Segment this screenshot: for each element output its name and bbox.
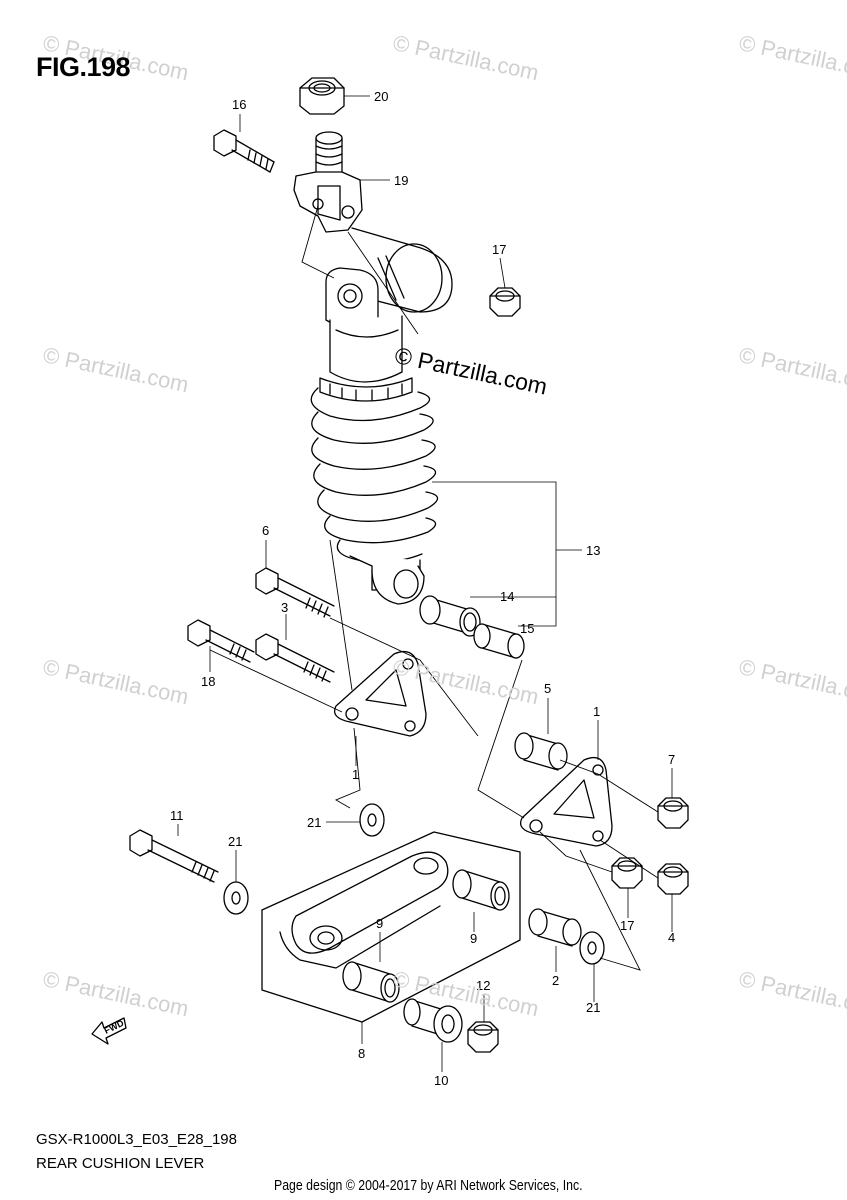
callout-10: 10 <box>434 1073 448 1088</box>
callout-21-left: 21 <box>228 834 242 849</box>
diagram-name: REAR CUSHION LEVER <box>36 1155 205 1172</box>
part-14-bearing[interactable] <box>419 595 481 637</box>
part-9-bearing-upper[interactable] <box>452 869 510 911</box>
part-3-bolt[interactable] <box>255 633 335 683</box>
part-1-cushion-plate-right[interactable] <box>519 756 613 847</box>
part-21-washer-right[interactable] <box>579 931 605 965</box>
callout-21-middle: 21 <box>307 815 321 830</box>
part-15-spacer[interactable] <box>473 623 525 659</box>
part-20-nut[interactable] <box>299 77 345 115</box>
part-16-bolt[interactable] <box>213 129 275 173</box>
callout-4: 4 <box>668 930 675 945</box>
callout-9-lower: 9 <box>376 916 383 931</box>
callout-7: 7 <box>668 752 675 767</box>
callout-1-left: 1 <box>352 767 359 782</box>
callout-1-right: 1 <box>593 704 600 719</box>
callout-17-lower: 17 <box>620 918 634 933</box>
callout-16: 16 <box>232 97 246 112</box>
part-11-bolt[interactable] <box>129 829 219 883</box>
part-4-nut[interactable] <box>657 863 689 895</box>
part-17-nut-lower[interactable] <box>611 857 643 889</box>
callout-6: 6 <box>262 523 269 538</box>
callout-2: 2 <box>552 973 559 988</box>
callout-19: 19 <box>394 173 408 188</box>
part-19-clevis[interactable] <box>293 131 363 233</box>
callout-5: 5 <box>544 681 551 696</box>
part-9-bearing-lower[interactable] <box>342 961 400 1003</box>
part-21-washer-left[interactable] <box>223 881 249 915</box>
callout-18: 18 <box>201 674 215 689</box>
copyright-notice: Page design © 2004-2017 by ARI Network S… <box>274 1177 583 1194</box>
part-5-spacer[interactable] <box>514 732 568 771</box>
callout-13: 13 <box>586 543 600 558</box>
part-12-nut[interactable] <box>467 1021 499 1053</box>
fwd-arrow-icon <box>91 1017 127 1045</box>
part-10-collar[interactable] <box>403 998 463 1043</box>
callout-9-upper: 9 <box>470 931 477 946</box>
part-18-bolt[interactable] <box>187 619 255 663</box>
callout-15: 15 <box>520 621 534 636</box>
part-1-cushion-plate-left[interactable] <box>333 650 427 737</box>
callout-8: 8 <box>358 1046 365 1061</box>
part-8-cushion-rod[interactable] <box>261 831 521 1023</box>
part-2-spacer[interactable] <box>528 908 582 947</box>
part-7-nut[interactable] <box>657 797 689 829</box>
callout-3: 3 <box>281 600 288 615</box>
figure-title: FIG.198 <box>36 52 131 82</box>
callout-20: 20 <box>374 89 388 104</box>
callout-11: 11 <box>170 808 184 823</box>
callout-14: 14 <box>500 589 514 604</box>
callout-21-right: 21 <box>586 1000 600 1015</box>
part-13-shock-absorber[interactable] <box>310 227 453 605</box>
part-6-bolt[interactable] <box>255 567 335 618</box>
callout-12: 12 <box>476 978 490 993</box>
callout-17: 17 <box>492 242 506 257</box>
part-17-nut[interactable] <box>489 287 521 317</box>
part-21-washer[interactable] <box>359 803 385 837</box>
diagram-code: GSX-R1000L3_E03_E28_198 <box>36 1131 237 1148</box>
